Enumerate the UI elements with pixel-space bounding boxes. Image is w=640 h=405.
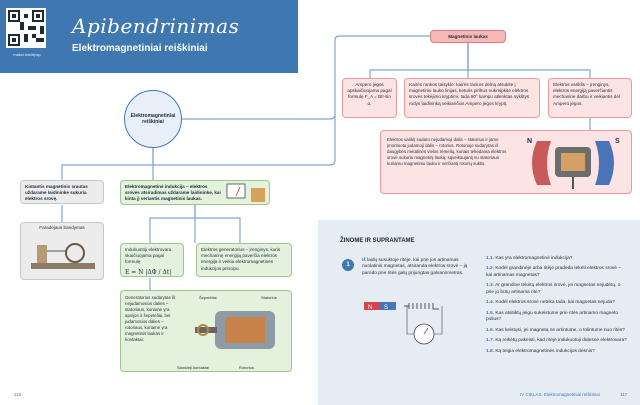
- generator-parts-text: Generatorius sudarytas iš nejudamosios d…: [125, 295, 176, 342]
- electric-motor-box: Elektros variklis – įrenginys, elektros …: [548, 78, 632, 118]
- north-pole-label: N: [527, 138, 532, 145]
- motor-diagram-box: Elektros variklį sudaro nejudamoji dalis…: [380, 130, 632, 194]
- question-item: 1.7. Ką reikėtų pakeisti, kad ritėje ind…: [486, 338, 627, 344]
- ampere-formula-box: Ampero jėgos apskaičiuojama pagal formul…: [342, 78, 397, 118]
- label-rotor: Rotorius: [239, 365, 254, 370]
- south-pole-label: S: [615, 138, 620, 145]
- svg-text:S: S: [384, 305, 388, 311]
- induced-emf-text: Indukuotoji elektrovara skaičiuojama pag…: [125, 247, 172, 265]
- questions-heading: ŽINOME IR SUPRANTAME: [340, 238, 415, 244]
- question-intro: Iš laidų susuktoje ritėje, kai prie jos …: [362, 258, 468, 276]
- page-number-left: 116: [14, 392, 22, 397]
- question-item: 1.8. Ką teigia elektromagnetinės indukci…: [486, 348, 595, 354]
- question-item: 1.3. Ar grandine tekėtų elektros srovė, …: [486, 283, 621, 295]
- page-subtitle: Elektromagnetiniai reiškiniai: [72, 43, 208, 54]
- question-item: 1.6. Kas keistųsi, jei magnetą ne artint…: [486, 327, 625, 333]
- motor-illustration: N S: [527, 138, 620, 189]
- generator-definition-box: Elektros generatorius – įrenginys, kuris…: [196, 243, 292, 277]
- left-hand-rule-box: Kairės rankos taisyklė: kairės rankos de…: [404, 78, 540, 118]
- page-title: Apibendrinimas: [72, 14, 240, 38]
- qr-icon: [8, 10, 44, 46]
- generator-diagram-box: Generatorius sudarytas iš nejudamosios d…: [120, 290, 292, 372]
- label-slip-rings: Slankieji kontaktai: [177, 365, 210, 370]
- faraday-experiment-box: Faradėjaus bandymas: [20, 222, 104, 280]
- question-item: 1.4. Kodėl elektros srovė neteka tada, k…: [486, 300, 615, 306]
- magnetic-field-title: Magnetinis laukas: [430, 30, 506, 43]
- em-induction-box: Elektromagnetinė indukcija – elektros sr…: [120, 180, 270, 205]
- qr-code[interactable]: [6, 8, 46, 48]
- faraday-title: Faradėjaus bandymas: [39, 225, 85, 230]
- induced-emf-box: Indukuotoji elektrovara skaičiuojama pag…: [120, 243, 184, 277]
- chapter-footer: IV CIKLAS. Elektromagnetiniai reiškiniai: [520, 392, 600, 397]
- qr-caption[interactable]: maksl.link/bpsp: [13, 52, 41, 57]
- questions-panel: [318, 220, 640, 405]
- page-header: [0, 0, 298, 73]
- label-brushes: Šepetėliai: [199, 295, 217, 300]
- label-stator: Statorius: [261, 295, 277, 300]
- question-list: 1.1. Kas yra elektromagnetinė indukcija?…: [486, 256, 628, 359]
- emf-formula: E = N |ΔΦ / Δt|: [125, 268, 172, 276]
- generator-illustration: [195, 311, 275, 349]
- faraday-apparatus-image: [31, 243, 95, 270]
- coil-magnet-illustration: N S: [364, 302, 443, 345]
- center-topic-node: Elektromagnetiniai reiškiniai: [124, 90, 182, 148]
- page-number-right: 117: [620, 392, 628, 397]
- question-item: 1.1. Kas yra elektromagnetinė indukcija?: [486, 256, 573, 261]
- galvanometer-illustration: [226, 183, 265, 202]
- question-item: 1.5. Kas atsitiktų jeigu sukeistume prie…: [486, 310, 619, 323]
- motor-description: Elektros variklį sudaro nejudamoji dalis…: [387, 137, 507, 166]
- question-number-badge: 1: [342, 259, 354, 271]
- em-induction-text: Elektromagnetinė indukcija – elektros sr…: [125, 184, 221, 202]
- changing-flux-box: Kintantis magnetinis srautas uždarame la…: [20, 180, 104, 204]
- svg-text:N: N: [368, 305, 372, 311]
- question-item: 1.2. Kodėl grandinėje arba ritėje praded…: [486, 266, 621, 278]
